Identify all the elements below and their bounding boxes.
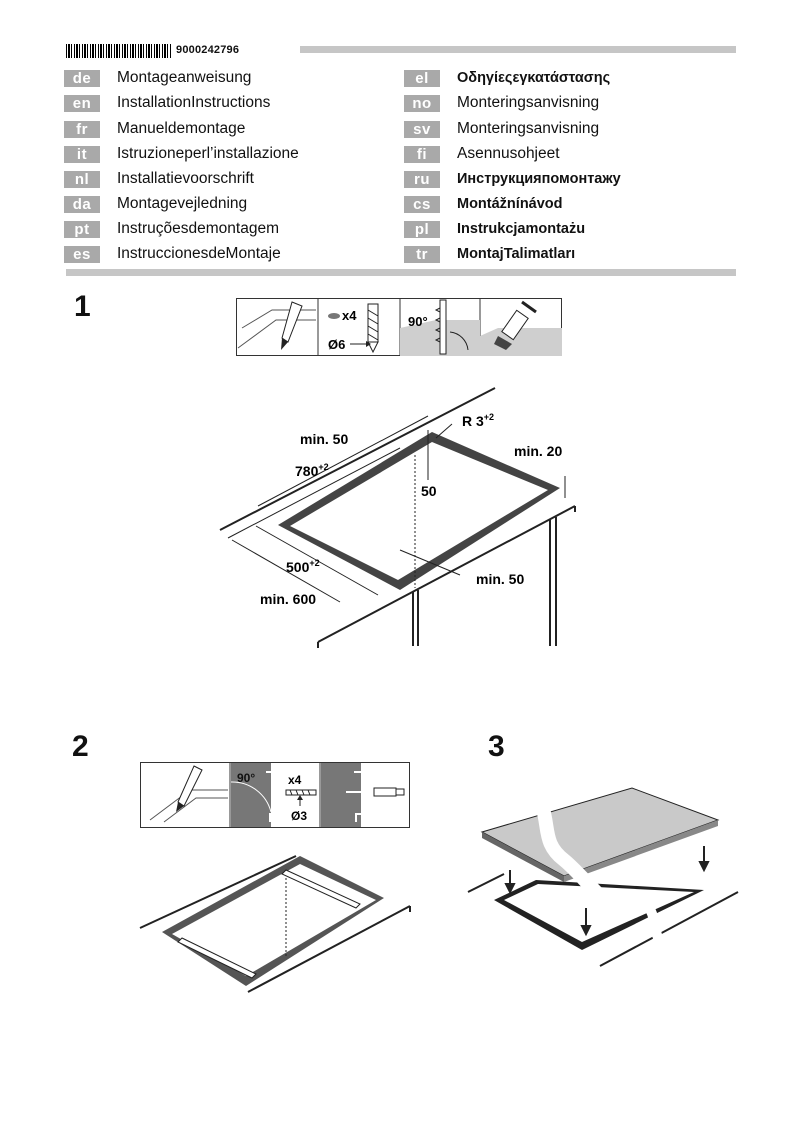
radius-value: R 3 (462, 413, 484, 429)
bracket-angle-icon (230, 763, 277, 827)
step-number-3: 3 (488, 730, 505, 763)
language-code: no (404, 94, 440, 112)
language-row: cs Montážnínávod (404, 193, 563, 215)
language-row: fr Manueldemontage (64, 118, 245, 140)
language-title: Manueldemontage (117, 120, 246, 137)
language-code: da (64, 195, 100, 213)
language-row: pt Instruçõesdemontagem (64, 218, 279, 240)
language-code: tr (404, 245, 440, 263)
language-title: Οδηγίεςεγκατάστασης (457, 70, 611, 86)
language-code: pt (64, 220, 100, 238)
radius-tolerance: +2 (484, 412, 494, 422)
language-code: fr (64, 120, 100, 138)
worktop-outline (219, 387, 576, 648)
language-code: es (64, 245, 100, 263)
language-title: Instruçõesdemontagem (117, 220, 279, 237)
depth-value: 500 (286, 559, 310, 575)
language-row: nl Installatievoorschrift (64, 168, 254, 190)
min-600-label: min. 600 (260, 591, 316, 607)
language-row: da Montagevejledning (64, 193, 247, 215)
paintbrush-icon (480, 300, 562, 356)
language-code: cs (404, 195, 440, 213)
min-50-front-label: min. 50 (476, 571, 524, 587)
drill-bit-icon (328, 303, 379, 354)
language-title: Asennusohjeet (457, 145, 560, 162)
language-title: Installatievoorschrift (117, 170, 254, 187)
language-title: Montážnínávod (457, 196, 563, 212)
hob-insertion-diagram (467, 786, 739, 967)
min-20-label: min. 20 (514, 443, 562, 459)
screw-icon (285, 789, 317, 806)
hob-glass-top (480, 787, 720, 882)
language-title: InstruccionesdeMontaje (117, 245, 281, 262)
drill-diameter-label: Ø6 (328, 337, 345, 352)
pencil-icon (149, 765, 228, 823)
screwdriver-icon (321, 763, 405, 827)
language-code: el (404, 69, 440, 87)
width-label: 780+2 (295, 462, 329, 479)
language-code: nl (64, 170, 100, 188)
language-title: Monteringsanvisning (457, 120, 600, 137)
language-code: sv (404, 120, 440, 138)
language-row: el Οδηγίεςεγκατάστασης (404, 67, 610, 89)
language-title: Инструкцияпомонтажу (457, 171, 621, 187)
language-title: InstallationInstructions (117, 94, 271, 111)
header-rule (300, 46, 736, 53)
language-row: ru Инструкцияпомонтажу (404, 168, 621, 190)
width-value: 780 (295, 463, 319, 479)
language-title: Montageanweisung (117, 69, 252, 86)
language-row: it Istruzioneperl’installazione (64, 143, 299, 165)
language-code: ru (404, 170, 440, 188)
language-code: pl (404, 220, 440, 238)
step1-tools-strip: x4 Ø6 90° (236, 298, 562, 356)
screw-count-label: x4 (288, 773, 302, 787)
cabinet-walls (412, 517, 557, 646)
document-number: 9000242796 (176, 44, 240, 56)
cutout-opening (278, 432, 560, 590)
language-title: Monteringsanvisning (457, 94, 600, 111)
barcode (66, 44, 172, 58)
language-title: MontajTalimatları (457, 246, 576, 262)
mounting-bracket (177, 869, 361, 979)
min-50-top-label: min. 50 (300, 431, 348, 447)
step-number-1: 1 (74, 290, 91, 323)
pencil-icon (237, 301, 316, 350)
language-code: en (64, 94, 100, 112)
language-title: Montagevejledning (117, 195, 248, 212)
depth-label: 500+2 (286, 558, 320, 575)
dimension-lines (227, 415, 566, 603)
jigsaw-icon (400, 299, 480, 356)
bracket-angle-label: 90° (237, 771, 255, 785)
language-code: it (64, 145, 100, 163)
bracket-fitting-diagram (139, 855, 411, 993)
language-title: Instrukcjamontażu (457, 221, 586, 237)
language-code: de (64, 69, 100, 87)
language-row: sv Monteringsanvisning (404, 118, 599, 140)
language-code: fi (404, 145, 440, 163)
language-row: es InstruccionesdeMontaje (64, 243, 281, 265)
depth-50-label: 50 (421, 483, 437, 499)
language-row: pl Instrukcjamontażu (404, 218, 585, 240)
width-tolerance: +2 (318, 462, 328, 472)
section-rule (66, 269, 736, 276)
depth-tolerance: +2 (309, 558, 319, 568)
cut-angle-label: 90° (408, 314, 428, 329)
language-row: de Montageanweisung (64, 67, 251, 89)
screw-diameter-label: Ø3 (291, 809, 307, 823)
drill-count-label: x4 (342, 308, 357, 323)
corner-radius-label: R 3+2 (462, 412, 494, 429)
language-title: Istruzioneperl’installazione (117, 145, 299, 162)
cutout-dimension-diagram: min. 50 780+2 R 3+2 min. 20 50 500+2 min… (219, 387, 576, 648)
language-row: en InstallationInstructions (64, 92, 270, 114)
step-number-2: 2 (72, 730, 89, 763)
down-arrow-icon (504, 846, 710, 937)
step2-tools-strip: 90° x4 Ø3 (140, 762, 410, 828)
language-row: fi Asennusohjeet (404, 143, 560, 165)
language-row: no Monteringsanvisning (404, 92, 599, 114)
language-row: tr MontajTalimatları (404, 243, 575, 265)
